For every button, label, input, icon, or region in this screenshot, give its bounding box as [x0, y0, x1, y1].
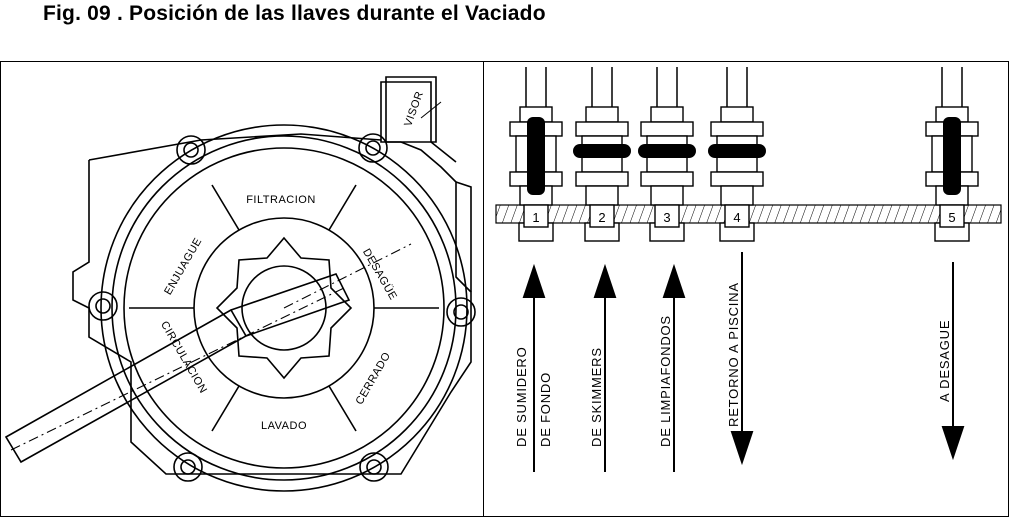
arrow-down-icon: [941, 426, 965, 461]
valve-4-open-handle: [708, 144, 766, 158]
valve-2: 2: [573, 106, 631, 242]
valve-4: 4: [708, 106, 766, 242]
visor-box: [385, 76, 437, 143]
housing-outline: [72, 81, 472, 475]
label-sumidero-line1: DE SUMIDERO: [514, 346, 529, 447]
arrow-up-icon: [593, 263, 617, 298]
valve-2-number: 2: [598, 210, 605, 225]
position-label-filtracion: FILTRACION: [246, 194, 316, 206]
valve-2-open-handle: [573, 144, 631, 158]
valve-1-number: 1: [532, 210, 539, 225]
arrow-up-icon: [522, 263, 546, 298]
dial-ring: [123, 147, 445, 469]
valve-5-closed-handle: [943, 117, 961, 195]
position-label-lavado: LAVADO: [261, 420, 307, 432]
position-label-desague: DESAGÜE: [360, 247, 399, 303]
valve-5: 5: [925, 106, 979, 242]
valve-5-number: 5: [948, 210, 955, 225]
visor-label: VISOR: [402, 90, 426, 129]
valve-4-number: 4: [733, 210, 740, 225]
manifold-drawing: 1 2: [495, 67, 1002, 472]
valve-3-number: 3: [663, 210, 670, 225]
label-desague: A DESAGUE: [937, 320, 952, 402]
label-limpiafondos: DE LIMPIAFONDOS: [658, 315, 673, 447]
arrow-down-icon: [730, 431, 754, 466]
label-retorno: RETORNO A PISCINA: [726, 282, 741, 427]
label-sumidero-line2: DE FONDO: [538, 372, 553, 447]
figure-title: Fig. 09 . Posición de las llaves durante…: [43, 2, 546, 25]
multiport-valve-drawing: FILTRACION DESAGÜE CERRADO LAVADO CIRCUL…: [4, 76, 476, 492]
position-label-cerrado: CERRADO: [354, 350, 394, 407]
valve-3: 3: [638, 106, 696, 242]
arrow-up-icon: [662, 263, 686, 298]
label-skimmers: DE SKIMMERS: [589, 347, 604, 447]
vertical-pipes: [525, 67, 963, 107]
valve-group: 1 2: [509, 106, 979, 242]
valve-outer-ring: [100, 124, 468, 492]
position-label-enjuague: ENJUAGUE: [162, 236, 204, 297]
valve-3-open-handle: [638, 144, 696, 158]
center-plate: [215, 236, 353, 380]
valve-1-closed-handle: [527, 117, 545, 195]
manifold-panel: 1 2: [484, 61, 1009, 517]
valve-diagram-panel: FILTRACION DESAGÜE CERRADO LAVADO CIRCUL…: [0, 61, 484, 517]
position-label-circulacion: CIRCULACION: [158, 319, 209, 395]
valve-1: 1: [509, 106, 563, 242]
